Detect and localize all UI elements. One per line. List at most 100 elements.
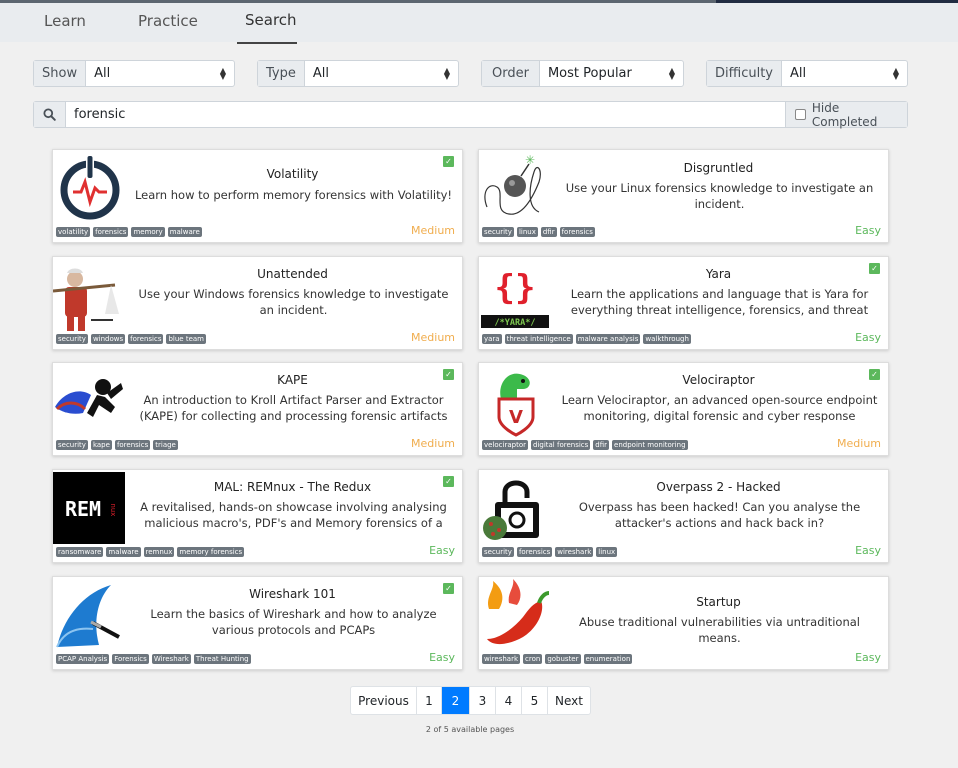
- tag[interactable]: enumeration: [583, 654, 633, 664]
- hide-completed-checkbox[interactable]: [795, 109, 806, 120]
- svg-text:V: V: [509, 407, 523, 428]
- svg-text:nux: nux: [109, 504, 117, 517]
- filter-order: Order Most Popular▲▼: [481, 60, 684, 87]
- room-card[interactable]: Unattended Use your Windows forensics kn…: [52, 256, 463, 350]
- room-title: Disgruntled: [683, 161, 754, 175]
- tag[interactable]: yara: [482, 334, 502, 344]
- tag[interactable]: forensics: [128, 334, 164, 344]
- difficulty-label: Easy: [429, 651, 455, 664]
- page-button-4[interactable]: 4: [496, 687, 522, 714]
- tag[interactable]: ransomware: [56, 547, 104, 557]
- tag[interactable]: dfir: [593, 440, 610, 450]
- hide-completed-label: Hide Completed: [811, 100, 878, 129]
- tag[interactable]: malware: [106, 547, 141, 557]
- room-card[interactable]: ✓ KAPE An introduction to Kroll Artifact…: [52, 362, 463, 456]
- room-card[interactable]: {} /*YARA*/ ✓ Yara Learn the application…: [478, 256, 889, 350]
- tag[interactable]: memory forensics: [177, 547, 245, 557]
- tag[interactable]: endpoint monitoring: [612, 440, 688, 450]
- bomb-icon: ✳: [484, 153, 541, 215]
- nav-tabs: Learn Practice Search: [0, 3, 958, 44]
- tag[interactable]: remnux: [143, 547, 175, 557]
- search-button[interactable]: [34, 102, 66, 127]
- filter-difficulty: Difficulty All▲▼: [706, 60, 908, 87]
- tab-learn[interactable]: Learn: [44, 12, 86, 30]
- room-description: An introduction to Kroll Artifact Parser…: [139, 393, 448, 423]
- volatility-logo-icon: [60, 156, 120, 220]
- tag[interactable]: security: [482, 547, 514, 557]
- difficulty-label: Medium: [411, 224, 455, 237]
- room-tags: PCAP Analysis Forensics Wireshark Threat…: [56, 654, 251, 664]
- tag[interactable]: windows: [90, 334, 126, 344]
- top-accent-bar: [0, 0, 958, 3]
- tag[interactable]: forensics: [93, 227, 129, 237]
- room-card[interactable]: ✓ Volatility Learn how to perform memory…: [52, 149, 463, 243]
- superhero-icon: [55, 379, 123, 417]
- difficulty-label: Easy: [855, 544, 881, 557]
- page-button-5[interactable]: 5: [522, 687, 548, 714]
- tab-practice[interactable]: Practice: [138, 12, 198, 30]
- difficulty-label: Medium: [411, 331, 455, 344]
- filter-type-label: Type: [258, 61, 305, 86]
- tag[interactable]: security: [482, 227, 514, 237]
- tag[interactable]: forensics: [516, 547, 553, 557]
- room-card[interactable]: Overpass 2 - Hacked Overpass has been ha…: [478, 469, 889, 563]
- prev-page-button[interactable]: Previous: [351, 687, 417, 714]
- tag[interactable]: linux: [596, 547, 618, 557]
- difficulty-label: Easy: [429, 544, 455, 557]
- tag[interactable]: Threat Hunting: [193, 654, 251, 664]
- svg-text:REM: REM: [65, 497, 101, 521]
- completed-check-icon: ✓: [443, 476, 454, 487]
- tag[interactable]: walkthrough: [643, 334, 691, 344]
- room-card[interactable]: ✳ Disgruntled Use your Linux forensics k…: [478, 149, 889, 243]
- difficulty-label: Medium: [411, 437, 455, 450]
- tag[interactable]: triage: [153, 440, 178, 450]
- filter-difficulty-select[interactable]: All▲▼: [782, 61, 907, 86]
- tag[interactable]: malware analysis: [575, 334, 641, 344]
- tag[interactable]: volatility: [56, 227, 91, 237]
- room-description: Learn Velociraptor, an advanced open-sou…: [561, 393, 878, 423]
- filter-type-select[interactable]: All▲▼: [305, 61, 458, 86]
- tag[interactable]: security: [56, 334, 88, 344]
- tag[interactable]: forensics: [114, 440, 151, 450]
- room-card[interactable]: ✓ Wireshark 101 Learn the basics of Wire…: [52, 576, 463, 670]
- filter-type: Type All▲▼: [257, 60, 459, 87]
- difficulty-label: Easy: [855, 651, 881, 664]
- filter-order-select[interactable]: Most Popular▲▼: [540, 61, 683, 86]
- tag[interactable]: malware: [167, 227, 202, 237]
- page-button-1[interactable]: 1: [417, 687, 442, 714]
- room-card[interactable]: V ✓ Velociraptor Learn Velociraptor, an …: [478, 362, 889, 456]
- tab-search[interactable]: Search: [245, 11, 297, 29]
- tag[interactable]: forensics: [559, 227, 595, 237]
- tag[interactable]: dfir: [540, 227, 557, 237]
- page-button-3[interactable]: 3: [470, 687, 496, 714]
- tag[interactable]: memory: [131, 227, 165, 237]
- tag[interactable]: blue team: [166, 334, 207, 344]
- completed-check-icon: ✓: [869, 263, 880, 274]
- tag[interactable]: kape: [90, 440, 112, 450]
- tag[interactable]: Forensics: [112, 654, 149, 664]
- tag[interactable]: Wireshark: [151, 654, 191, 664]
- filter-show-select[interactable]: All▲▼: [86, 61, 234, 86]
- room-tags: security kape forensics triage: [56, 440, 178, 450]
- tag[interactable]: velociraptor: [482, 440, 528, 450]
- tag[interactable]: wireshark: [555, 547, 594, 557]
- room-tags: wireshark cron gobuster enumeration: [482, 654, 633, 664]
- tag[interactable]: linux: [516, 227, 538, 237]
- search-input[interactable]: [66, 102, 785, 127]
- page-button-2[interactable]: 2: [442, 687, 470, 714]
- next-page-button[interactable]: Next: [555, 693, 583, 708]
- select-arrows-icon: ▲▼: [219, 65, 226, 81]
- tag[interactable]: security: [56, 440, 88, 450]
- tag[interactable]: cron: [523, 654, 543, 664]
- filter-order-label: Order: [482, 61, 540, 86]
- tag[interactable]: digital forensics: [531, 440, 591, 450]
- hacker-person-icon: [53, 268, 119, 331]
- room-card[interactable]: Startup Abuse traditional vulnerabilitie…: [478, 576, 889, 670]
- tag[interactable]: threat intelligence: [504, 334, 573, 344]
- tag[interactable]: gobuster: [545, 654, 581, 664]
- hide-completed-toggle[interactable]: Hide Completed: [785, 100, 907, 129]
- tag[interactable]: wireshark: [482, 654, 521, 664]
- room-description: A revitalised, hands-on showcase involvi…: [140, 500, 447, 530]
- tag[interactable]: PCAP Analysis: [56, 654, 110, 664]
- room-card[interactable]: REM nux ✓ MAL: REMnux - The Redux A revi…: [52, 469, 463, 563]
